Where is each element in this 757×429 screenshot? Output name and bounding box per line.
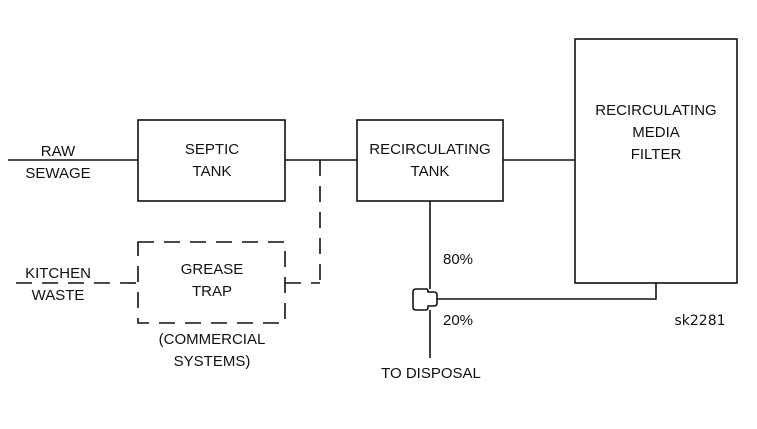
recirculating-tank-box bbox=[356, 119, 504, 202]
media-filter-label-1: RECIRCULATING bbox=[595, 102, 716, 119]
disposal-pct-label: 20% bbox=[443, 312, 473, 329]
raw-sewage-label-1: RAW bbox=[41, 143, 76, 160]
recirculating-tank-label-2: TANK bbox=[411, 163, 450, 180]
splitter-valve-icon bbox=[412, 288, 438, 311]
grease-trap-label-2: TRAP bbox=[192, 283, 232, 300]
grease-trap-label-1: GREASE bbox=[181, 261, 244, 278]
media-filter-label-2: MEDIA bbox=[632, 124, 680, 141]
septic-tank-label-2: TANK bbox=[193, 163, 232, 180]
recirculate-pct-label: 80% bbox=[443, 251, 473, 268]
kitchen-waste-label-2: WASTE bbox=[32, 287, 85, 304]
kitchen-waste-label-1: KITCHEN bbox=[25, 265, 91, 282]
raw-sewage-label-2: SEWAGE bbox=[25, 165, 90, 182]
recirculating-tank-label-1: RECIRCULATING bbox=[369, 141, 490, 158]
sketch-id: sk2281 bbox=[674, 313, 725, 329]
grease-trap-note-1: (COMMERCIAL bbox=[159, 331, 266, 348]
media-filter-label-3: FILTER bbox=[631, 146, 682, 163]
septic-tank-box bbox=[137, 119, 286, 202]
grease-trap-note-2: SYSTEMS) bbox=[174, 353, 251, 370]
filter-return-line bbox=[437, 283, 657, 300]
septic-tank-label-1: SEPTIC bbox=[185, 141, 239, 158]
grease-trap-box bbox=[137, 241, 286, 324]
disposal-label: TO DISPOSAL bbox=[381, 365, 481, 382]
